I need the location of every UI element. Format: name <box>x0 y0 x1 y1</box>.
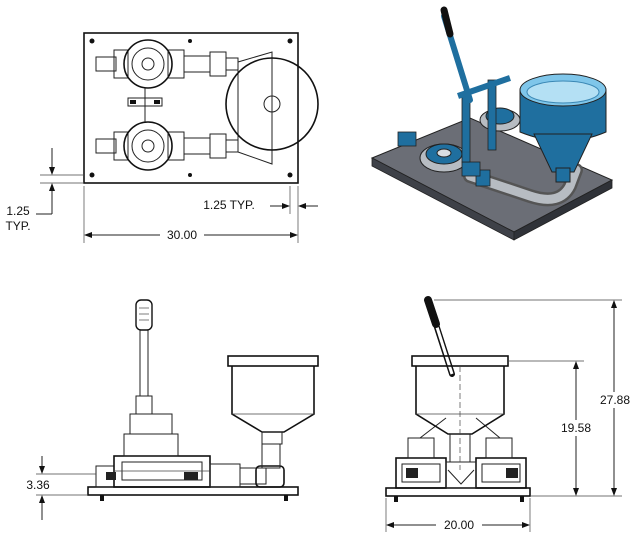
dim-edge-offset-vertical: 1.25 TYP. <box>5 148 84 233</box>
top-view-plate <box>83 32 299 184</box>
dim-edge-offset-horizontal-label: 1.25 TYP. <box>203 198 255 212</box>
front-pump-column <box>123 299 179 457</box>
top-valve-lower <box>95 121 239 171</box>
dim-edge-offset-vertical-suffix: TYP. <box>5 219 30 233</box>
dim-overall-height-label: 27.88 <box>600 393 630 407</box>
front-view: 3.36 <box>26 299 319 520</box>
front-lever-grip <box>135 299 153 331</box>
dim-side-width-label: 20.00 <box>444 518 474 532</box>
top-hopper <box>225 51 319 165</box>
front-base-plate <box>87 486 299 496</box>
top-valve-upper <box>95 39 239 89</box>
side-base-plate <box>385 487 531 497</box>
iso-pipe <box>463 163 583 207</box>
dim-hopper-height-label: 19.58 <box>561 421 591 435</box>
dim-edge-offset-vertical-value: 1.25 <box>6 204 30 218</box>
iso-hopper <box>519 73 607 183</box>
dim-edge-offset-horizontal: 1.25 TYP. <box>203 186 318 214</box>
side-lever <box>424 296 455 377</box>
iso-pump-lever <box>440 6 511 163</box>
side-valves <box>395 417 527 489</box>
side-view: 20.00 19.58 27.88 <box>385 296 632 532</box>
iso-valve-front <box>397 131 481 177</box>
plate-bolt-holes <box>89 38 293 178</box>
front-hopper <box>227 355 319 445</box>
front-outlet <box>209 443 285 488</box>
iso-valve-back <box>479 107 521 132</box>
isometric-view <box>370 6 614 241</box>
top-pump-linkage <box>127 88 163 122</box>
dim-base-height-label: 3.36 <box>26 478 50 492</box>
dim-side-width: 20.00 <box>385 498 531 532</box>
dim-plate-width-label: 30.00 <box>167 228 197 242</box>
dim-plate-width: 30.00 <box>83 186 299 243</box>
dim-overall-height: 27.88 <box>434 299 632 497</box>
iso-plate-edge-right <box>513 179 613 241</box>
front-manifold <box>95 455 211 488</box>
dim-base-height: 3.36 <box>26 456 96 520</box>
top-view: 30.00 1.25 TYP. 1.25 TYP. <box>5 32 319 243</box>
side-hopper <box>411 355 509 470</box>
dim-hopper-height: 19.58 <box>508 360 595 497</box>
